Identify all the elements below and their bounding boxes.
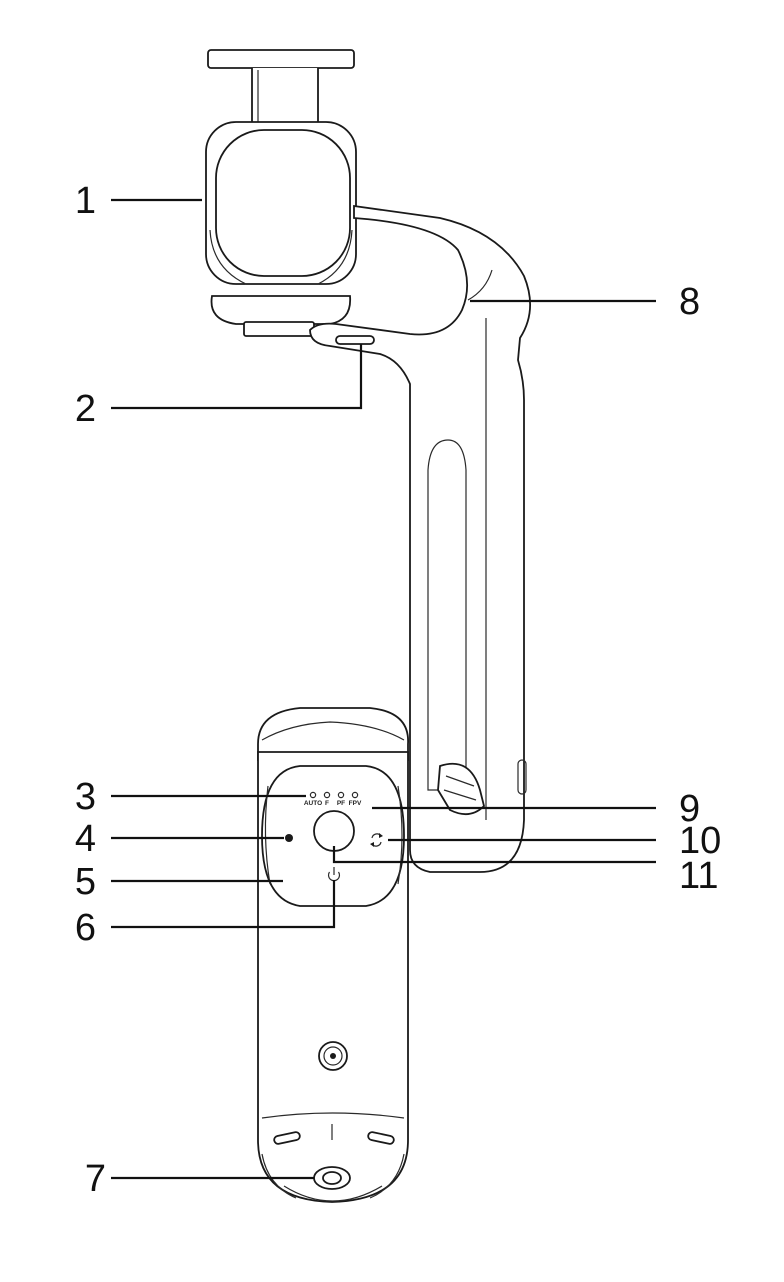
extension-arm <box>309 204 532 873</box>
rotate-icon[interactable] <box>370 833 383 847</box>
target-icon <box>318 1041 348 1071</box>
mode-led-auto <box>309 791 317 799</box>
callout-7: 7 <box>85 1158 106 1200</box>
tripod-mount <box>313 1166 351 1190</box>
mode-led-fpv <box>351 791 359 799</box>
callout-11: 11 <box>679 855 718 897</box>
mode-label-auto: AUTO <box>304 800 322 807</box>
callout-3: 3 <box>75 776 96 818</box>
clamp-release-slot <box>335 335 375 345</box>
callout-6: 6 <box>75 907 96 949</box>
mode-led-f <box>323 791 331 799</box>
callout-labels: 1 2 3 4 5 6 7 8 9 10 11 <box>75 180 721 1200</box>
callout-1: 1 <box>75 180 96 222</box>
callout-5: 5 <box>75 861 96 903</box>
mode-label-fpv: FPV <box>349 800 362 807</box>
mode-label-pf: PF <box>337 800 345 807</box>
status-led <box>285 834 293 842</box>
callout-2: 2 <box>75 388 96 430</box>
shutter-button[interactable] <box>313 810 355 852</box>
mode-indicators: AUTO F PF FPV <box>304 791 362 807</box>
leader-lines <box>111 198 656 1180</box>
callout-8: 8 <box>679 281 700 323</box>
phone-clamp <box>205 49 357 337</box>
callout-9: 9 <box>679 788 700 830</box>
callout-4: 4 <box>75 818 96 860</box>
mode-label-f: F <box>325 800 329 807</box>
mode-led-pf <box>337 791 345 799</box>
callout-10: 10 <box>679 820 721 862</box>
